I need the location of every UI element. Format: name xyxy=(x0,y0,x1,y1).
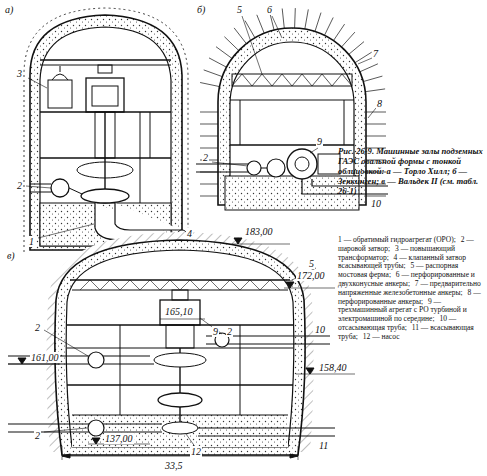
callout-number: 12 xyxy=(190,446,202,457)
rock-anchor xyxy=(363,76,382,82)
legend-text: 1 — обратимый гидроагрегат (ОРО); 2 — ша… xyxy=(338,236,483,342)
rock-anchor xyxy=(366,112,386,113)
panel-a xyxy=(24,8,188,252)
legend-item: 1 — обратимый гидроагрегат (ОРО); xyxy=(338,235,456,244)
rock-anchor xyxy=(342,32,355,47)
rock-anchor xyxy=(365,89,385,92)
elevation-mark: 183,00 xyxy=(244,226,274,237)
panel-letter: б) xyxy=(196,4,206,15)
rock-anchor xyxy=(216,47,232,59)
panel-letter: в) xyxy=(6,250,16,261)
elevation-mark: 165,10 xyxy=(164,306,194,317)
elevation-mark: 33,5 xyxy=(164,460,184,471)
rock-anchor xyxy=(355,52,372,63)
callout-number: 4 xyxy=(186,228,193,239)
callout-number: 6 xyxy=(266,4,273,15)
rock-anchor xyxy=(224,37,238,51)
rock-anchor xyxy=(200,136,218,137)
callout-number: 1 xyxy=(28,236,35,247)
rock-anchor xyxy=(366,124,386,125)
rock-anchor xyxy=(200,148,218,149)
callout-number: 2 xyxy=(226,326,233,337)
callout-number: 2 xyxy=(34,430,41,441)
rock-anchor xyxy=(324,18,333,36)
rock-anchor xyxy=(200,184,218,185)
callout-number: 8 xyxy=(376,98,383,109)
elevation-mark: 161,00 xyxy=(30,352,60,363)
rock-anchor xyxy=(282,9,284,29)
rock-anchor xyxy=(204,70,223,77)
callout-number: 10 xyxy=(370,198,382,209)
callout-number: 10 xyxy=(314,324,326,335)
panel-v xyxy=(8,232,355,460)
callout-number: 5 xyxy=(308,258,315,269)
rock-anchor xyxy=(257,15,265,34)
figure-caption: Рис. 26-9. Машинные залы подземных ГАЭС … xyxy=(338,146,483,196)
legend-item: 12 — насос xyxy=(363,332,400,341)
rock-anchor xyxy=(366,136,386,137)
callout-number: 2 xyxy=(202,152,209,163)
callout-number: 9 xyxy=(212,326,219,337)
rock-anchor xyxy=(360,64,378,72)
rock-anchor xyxy=(200,196,218,197)
rock-anchor xyxy=(366,196,386,197)
callout-number: 7 xyxy=(372,48,379,59)
rock-anchor xyxy=(200,83,220,87)
rock-anchor xyxy=(333,24,344,41)
rock-anchor xyxy=(234,28,246,44)
rock-anchor xyxy=(349,42,364,55)
elevation-mark: 172,00 xyxy=(296,270,326,281)
panel-letter: а) xyxy=(4,4,14,15)
rock-anchor xyxy=(305,9,309,29)
callout-number: 2 xyxy=(16,180,23,191)
callout-number: 11 xyxy=(318,440,329,451)
elevation-mark: 158,40 xyxy=(318,362,348,373)
callout-number: 9 xyxy=(316,136,323,147)
rock-anchor xyxy=(200,112,218,113)
callout-number: 3 xyxy=(16,68,23,79)
callout-number: 5 xyxy=(236,4,243,15)
rock-anchor xyxy=(200,124,218,125)
callout-number: 2 xyxy=(34,322,41,333)
rock-anchor xyxy=(315,13,321,32)
elevation-mark: 137,00 xyxy=(104,433,134,444)
rock-anchor xyxy=(294,8,296,28)
rock-anchor xyxy=(209,58,227,67)
